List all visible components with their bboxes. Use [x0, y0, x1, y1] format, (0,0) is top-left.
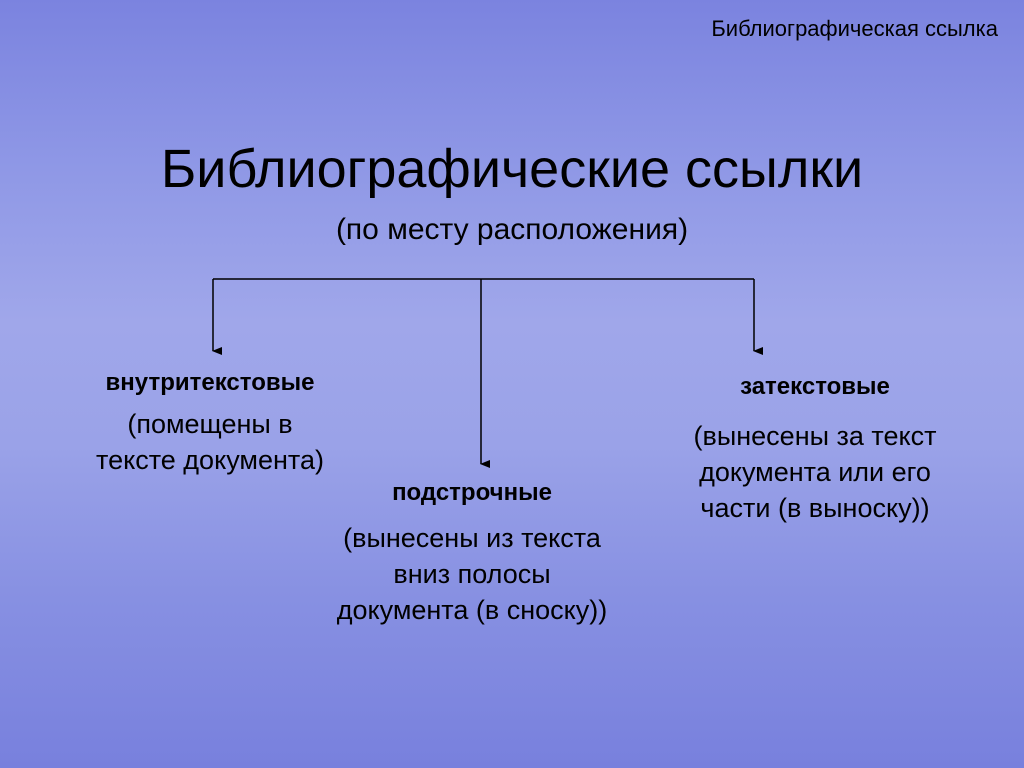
branch-footnote: подстрочные (вынесены из текста вниз пол… [282, 478, 662, 628]
branch-footnote-desc-line: (вынесены из текста [343, 523, 601, 553]
branch-intratext: внутритекстовые (помещены в тексте докум… [20, 368, 400, 478]
branch-endtext-desc-line: (вынесены за текст [693, 421, 937, 451]
branch-footnote-desc-line: документа (в сноску)) [336, 595, 608, 625]
branch-endtext-desc-line: части (в выноску)) [700, 493, 930, 523]
main-title: Библиографические ссылки [160, 139, 864, 199]
branch-endtext-title: затекстовые [740, 373, 890, 400]
slide-header: Библиографическая ссылка [711, 16, 998, 41]
branch-intratext-description: (помещены в тексте документа) [20, 406, 400, 478]
subtitle: (по месту расположения) [335, 213, 689, 246]
branch-footnote-desc-line: вниз полосы [393, 559, 551, 589]
branch-footnote-description: (вынесены из текста вниз полосы документ… [282, 520, 662, 628]
branch-footnote-title: подстрочные [392, 479, 552, 506]
branch-intratext-title: внутритекстовые [105, 369, 315, 396]
branch-endtext-description: (вынесены за текст документа или его час… [625, 418, 1005, 526]
branch-endtext: затекстовые (вынесены за текст документа… [625, 372, 1005, 526]
branch-endtext-desc-line: документа или его [699, 457, 931, 487]
branch-intratext-desc-line: тексте документа) [96, 445, 324, 475]
branch-intratext-desc-line: (помещены в [127, 409, 293, 439]
